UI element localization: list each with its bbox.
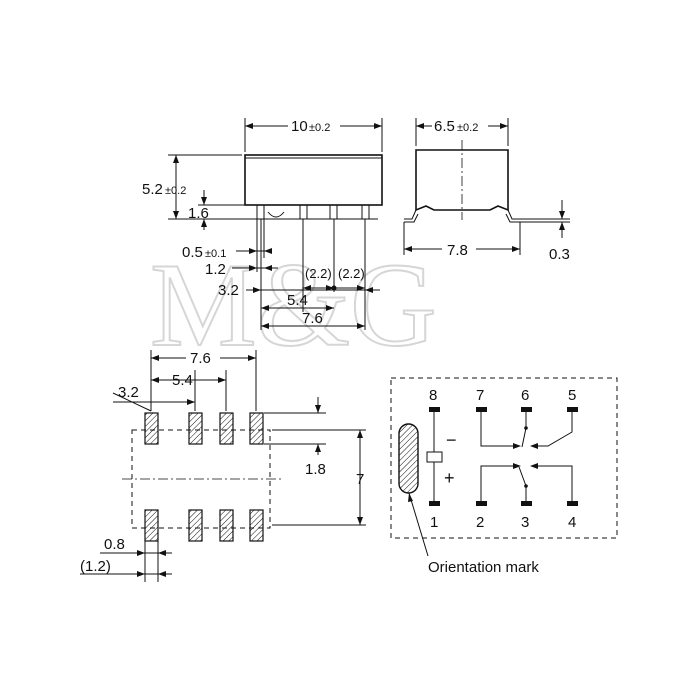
- relay-body-side: [415, 149, 509, 212]
- switch-lower: [480, 463, 573, 501]
- pin-label-8: 8: [429, 387, 437, 404]
- top-width-tolerance: ±0.2: [309, 122, 330, 134]
- top-height-value: 5.2: [142, 181, 163, 198]
- pad-row-span-value: 7: [356, 471, 364, 488]
- top-width-value: 10: [291, 118, 308, 135]
- pin-label-5: 5: [568, 387, 576, 404]
- pin-label-7: 7: [476, 387, 484, 404]
- orientation-mark: [398, 423, 419, 494]
- pin-label-2: 2: [476, 514, 484, 531]
- pin-label-4: 4: [568, 514, 576, 531]
- pitch-a-value: (2.2): [305, 266, 332, 281]
- pitch-b-value: (2.2): [338, 266, 365, 281]
- side-width-tolerance: ±0.2: [457, 122, 478, 134]
- pin-stubs: [429, 407, 578, 506]
- side-feet: [404, 209, 520, 223]
- pad-span-value: 7.6: [190, 350, 211, 367]
- pin-label-3: 3: [521, 514, 529, 531]
- front-leads: [250, 204, 378, 220]
- span-a-value: 5.4: [287, 292, 308, 309]
- pad-width-value: 0.8: [104, 536, 125, 553]
- schematic: 8 7 6 5 1 2 3 4 − +: [390, 377, 618, 576]
- lead-gap-value: 1.2: [205, 261, 226, 278]
- pad-mid-value: 5.4: [172, 372, 193, 389]
- pad-row-bottom: [144, 509, 264, 542]
- foot-span-value: 7.8: [447, 242, 468, 259]
- orientation-mark-label: Orientation mark: [428, 559, 539, 576]
- foot-thickness-value: 0.3: [549, 246, 570, 263]
- coil-minus: −: [446, 430, 457, 450]
- side-view: 6.5 ±0.2 7.8 0.3: [403, 116, 570, 263]
- pin-label-1: 1: [430, 514, 438, 531]
- pad-layout: 7.6 5.4 3.2 1.8 7 0.8 (1.2): [80, 348, 366, 582]
- offset-value: 3.2: [218, 282, 239, 299]
- side-width-value: 6.5: [434, 118, 455, 135]
- lead-width-tolerance: ±0.1: [205, 248, 226, 260]
- switch-upper: [480, 412, 573, 449]
- relay-coil: − +: [426, 412, 457, 501]
- relay-body-front: [244, 154, 383, 206]
- top-height-tolerance: ±0.2: [165, 185, 186, 197]
- pin-label-6: 6: [521, 387, 529, 404]
- lead-width-value: 0.5: [182, 244, 203, 261]
- pad-offset-value: 3.2: [118, 384, 139, 401]
- coil-plus: +: [444, 468, 455, 488]
- span-b-value: 7.6: [302, 310, 323, 327]
- lead-height-value: 1.6: [188, 205, 209, 222]
- pad-pitch-value: (1.2): [80, 558, 111, 575]
- pad-row-top: [144, 412, 264, 445]
- pad-length-value: 1.8: [305, 461, 326, 478]
- top-view: 10 ±0.2 5.2 ±0.2 1.6 0.5 ±0.1 1.: [142, 116, 383, 330]
